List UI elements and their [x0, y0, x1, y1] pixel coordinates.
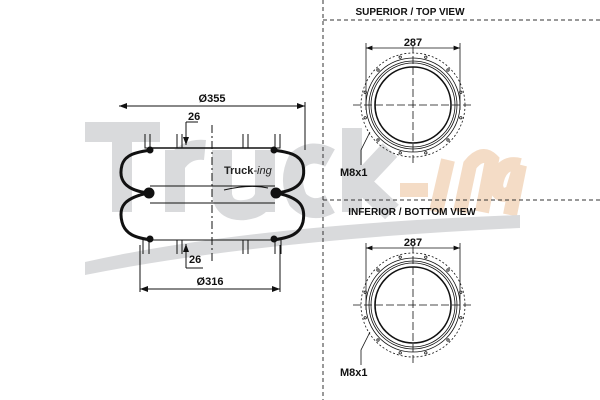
top-view-title: SUPERIOR / TOP VIEW [355, 7, 465, 18]
product-logo: Truck-ing [224, 165, 273, 177]
top-view-dim: 287 [404, 37, 422, 49]
dim-bottom-height: 26 [189, 254, 201, 266]
side-view [119, 102, 306, 292]
dim-top-diameter: Ø355 [199, 93, 226, 105]
bottom-view-title: INFERIOR / BOTTOM VIEW [348, 207, 476, 218]
top-view-thread: M8x1 [340, 167, 368, 179]
dim-top-height: 26 [188, 111, 200, 123]
bottom-view [353, 243, 473, 365]
top-view [353, 43, 473, 165]
watermark-swoosh [85, 215, 520, 275]
bottom-view-dim: 287 [404, 237, 422, 249]
dim-bottom-diameter: Ø316 [197, 276, 224, 288]
bottom-view-thread: M8x1 [340, 367, 368, 379]
watermark-suffix-shape [400, 149, 527, 217]
